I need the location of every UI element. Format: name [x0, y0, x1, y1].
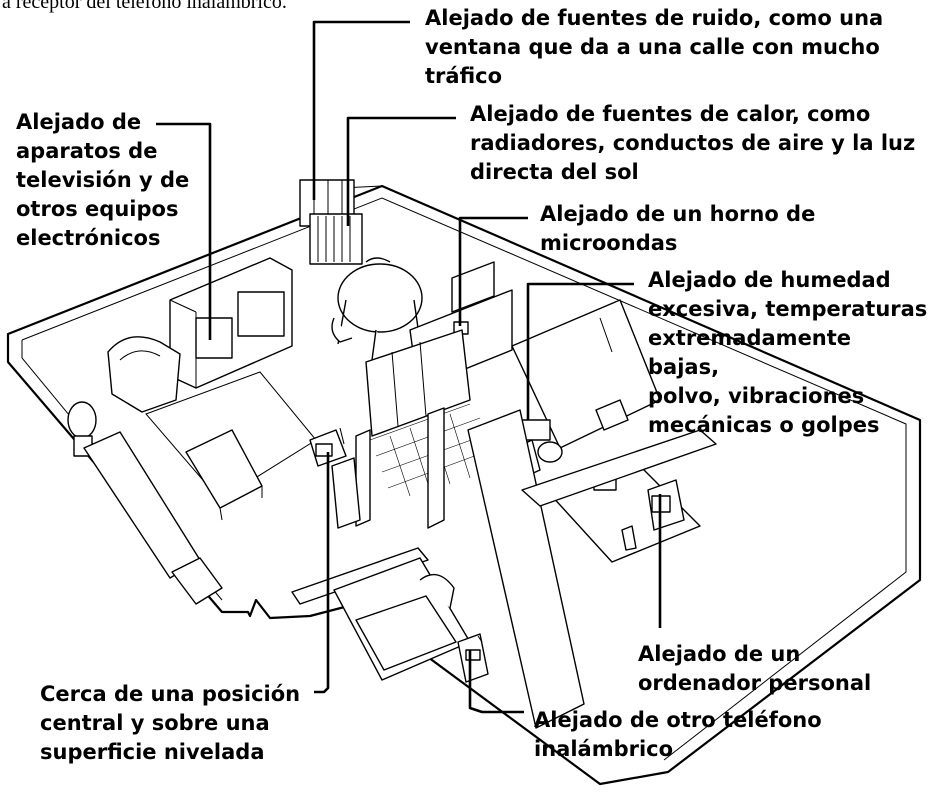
side-table-lamp — [67, 401, 97, 457]
bedroom — [333, 557, 489, 683]
callout-humidity: Alejado de humedad excesiva, temperatura… — [648, 268, 928, 437]
callout-other-phone: Alejado de otro teléfono inalámbrico — [534, 708, 822, 761]
interior-walls — [291, 399, 717, 729]
callout-heat: Alejado de fuentes de calor, como radiad… — [470, 102, 916, 184]
callout-central: Cerca de una posición central y sobre un… — [40, 682, 301, 764]
coffee-table — [185, 429, 263, 521]
top-text: a receptor del teléfono inalámbrico. — [2, 0, 287, 13]
armchair — [107, 336, 181, 413]
callout-computer: Alejado de un ordenador personal — [638, 642, 872, 695]
callout-noise: Alejado de fuentes de ruido, como una ve… — [425, 6, 884, 88]
dining-set — [331, 257, 423, 361]
callout-microwave: Alejado de un horno de microondas — [540, 202, 816, 255]
callout-tv: Alejado de aparatos de televisión y de o… — [16, 110, 190, 250]
hall-table — [309, 427, 361, 529]
sofa — [83, 431, 223, 605]
radiator — [309, 213, 363, 265]
leader-lines — [156, 20, 662, 714]
